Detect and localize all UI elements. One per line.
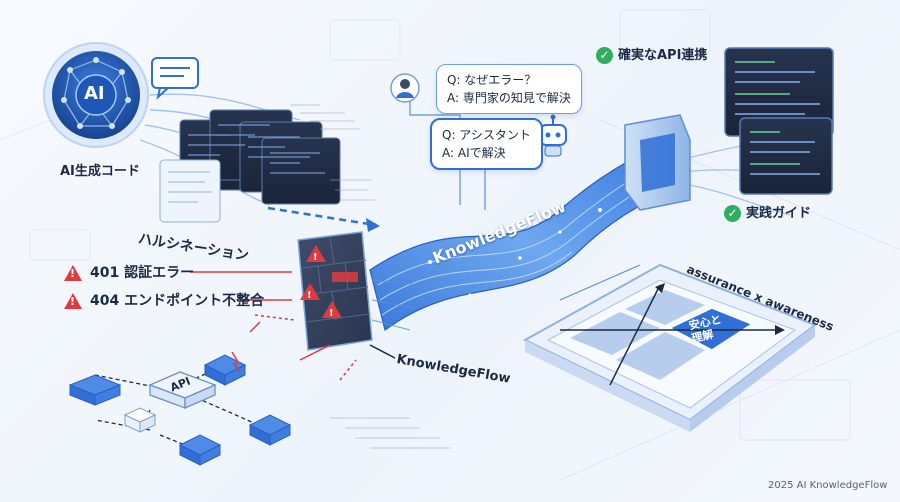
error-streaks (190, 271, 357, 381)
svg-text:!: ! (313, 252, 318, 263)
warning-icon (64, 293, 82, 309)
check-icon: ✓ (724, 205, 741, 222)
robot-avatar-icon (539, 114, 567, 157)
api-network-diagram (68, 351, 292, 466)
right-code-screens (724, 47, 834, 195)
ai-badge-text: AI (84, 83, 105, 104)
faint-code-text (290, 104, 450, 449)
firewall-wall: !!! (297, 231, 421, 359)
assistant-question: Q: アシスタント (442, 128, 531, 142)
api-link-label: ✓確実なAPI連携 (596, 44, 707, 64)
quadrant-board (522, 263, 818, 432)
check-icon: ✓ (596, 47, 613, 64)
user-avatar-icon (390, 73, 420, 103)
gate-shield-icon (624, 114, 691, 211)
error-401-label: 401 認証エラー (64, 262, 194, 282)
svg-text:!: ! (307, 290, 312, 301)
chat-bubble-icon (151, 57, 199, 100)
footer-text: 2025 AI KnowledgeFlow (768, 480, 888, 491)
assistant-qa-bubble: Q: アシスタント A: AIで解決 (430, 118, 543, 170)
ai-node-icon (43, 42, 149, 148)
expert-answer: A: 専門家の知見で解決 (447, 91, 571, 105)
svg-text:!: ! (329, 308, 334, 319)
practice-guide-label: ✓実践ガイド (724, 202, 811, 222)
expert-question: Q: なぜエラー？ (447, 73, 537, 87)
arrow-to-wall (267, 206, 380, 232)
expert-qa-bubble: Q: なぜエラー？ A: 専門家の知見で解決 (436, 64, 582, 114)
assistant-answer: A: AIで解決 (442, 146, 506, 160)
code-windows (159, 109, 341, 223)
warning-icon (64, 265, 82, 281)
ai-code-label: AI生成コード (60, 164, 140, 179)
error-404-label: 404 エンドポイント不整合 (64, 290, 264, 310)
